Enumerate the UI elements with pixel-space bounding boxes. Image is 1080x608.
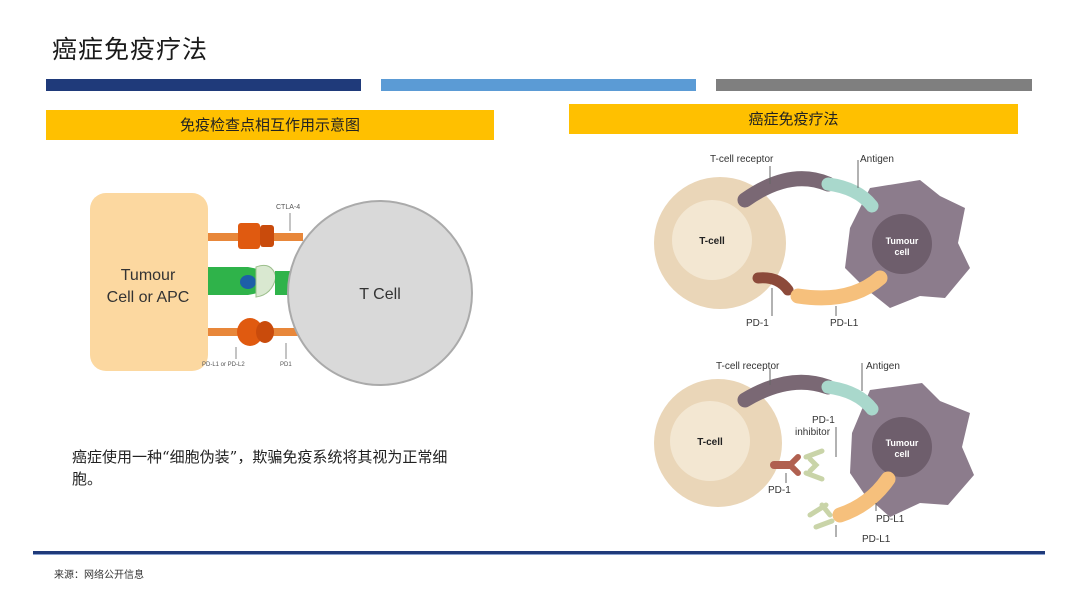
pd1-receptor-head: [787, 454, 801, 476]
tumour-label-line2: cell: [894, 247, 909, 257]
tumour-cell-shape: [90, 193, 208, 371]
page-title: 癌症免疫疗法: [52, 35, 209, 64]
footer-rule: [33, 551, 1045, 554]
antigen-shape: [240, 275, 256, 289]
pdl1-label-a: PD-L1: [876, 514, 905, 525]
pdl1-label-b: PD-L1: [862, 534, 891, 545]
antigen-label: Antigen: [866, 361, 900, 372]
pd1-label: PD-1: [746, 318, 769, 329]
tumour-label-line1: Tumour: [886, 438, 919, 448]
footer-rule-thin: [33, 554, 1045, 555]
antigen-arc: [821, 380, 879, 416]
checkpoint-interaction-diagram: Tumour Cell or APC CTLA-4 PD-L1 or PD-L2…: [90, 193, 473, 386]
source-note: 来源：网络公开信息: [54, 570, 144, 581]
antigen-label: Antigen: [860, 154, 894, 165]
ctla4-receptor: [260, 225, 274, 247]
right-panel-header: 癌症免疫疗法: [569, 104, 1018, 134]
pdl1-label: PD-L1: [830, 318, 859, 329]
pdl1-ligand: [832, 471, 896, 523]
tcr-arc: [737, 171, 836, 208]
ctla4-label: CTLA-4: [276, 204, 300, 211]
pd1-receptor: [256, 321, 274, 343]
t-cell-label: T Cell: [359, 286, 401, 303]
tumour-label-line2: Cell or APC: [107, 289, 190, 306]
t-cell-nucleus: [672, 200, 752, 280]
pd1-inhibitor-diagram: Tumour cell T-cell T-cell receptor Antig…: [654, 361, 974, 545]
accent-bar-navy: [46, 79, 361, 91]
pd1-receptor: [752, 272, 794, 296]
tumour-nucleus: [872, 417, 932, 477]
inhibitor-label-line2: inhibitor: [795, 427, 831, 438]
pd1-label: PD1: [280, 362, 292, 368]
left-panel-header: 免疫检查点相互作用示意图: [46, 110, 494, 140]
tcr-label: T-cell receptor: [716, 361, 780, 372]
tcr-shape: [255, 264, 277, 298]
tcr-arc: [737, 374, 836, 408]
inhibitor-antibody-1: [803, 448, 825, 482]
pd1-label: PD-1: [768, 485, 791, 496]
ctla4-ligand: [238, 223, 260, 249]
tumour-label-line1: Tumour: [886, 236, 919, 246]
tcr-label: T-cell receptor: [710, 154, 774, 165]
tumour-label-line1: Tumour: [121, 267, 176, 284]
left-panel-caption: 癌症使用一种“细胞伪装”，欺骗免疫系统将其视为正常细胞。: [72, 448, 448, 488]
t-cell-label: T-cell: [699, 236, 725, 247]
inhibitor-label-line1: PD-1: [812, 415, 835, 426]
antigen-arc: [821, 177, 879, 213]
pdl-label: PD-L1 or PD-L2: [202, 362, 245, 368]
accent-bar-gray: [716, 79, 1032, 91]
accent-bar-blue: [381, 79, 696, 91]
pdl1-ligand: [790, 270, 888, 306]
pdl-ligand: [237, 318, 263, 346]
inhibitor-antibody-2: [807, 502, 835, 530]
pd1-interaction-diagram: Tumour cell T-cell T-cell receptor Antig…: [654, 154, 970, 329]
t-cell-label: T-cell: [697, 437, 723, 448]
tumour-nucleus: [872, 214, 932, 274]
tumour-label-line2: cell: [894, 449, 909, 459]
t-cell-shape: [287, 200, 473, 386]
t-cell-nucleus: [670, 401, 750, 481]
